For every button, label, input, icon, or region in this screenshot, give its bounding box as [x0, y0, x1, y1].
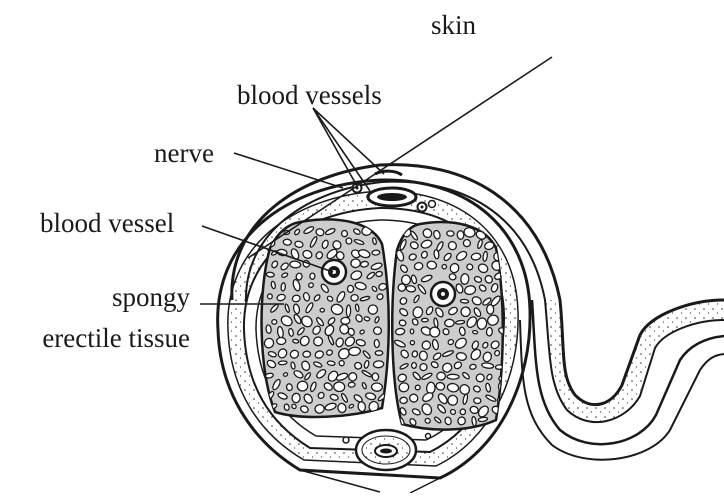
- label-blood-vessel: blood vessel: [40, 210, 174, 237]
- sponge-cell: [487, 304, 494, 314]
- sponge-cell: [434, 249, 440, 259]
- sponge-cell: [308, 282, 314, 288]
- sponge-cell: [412, 350, 418, 357]
- blood-vessels-leader-3: [313, 108, 384, 174]
- sponge-cell: [419, 351, 428, 361]
- sponge-cell: [277, 338, 286, 345]
- sponge-cell: [457, 230, 464, 239]
- sponge-cell: [348, 382, 355, 387]
- sponge-cell: [492, 228, 498, 237]
- sponge-cell: [437, 372, 446, 380]
- dorsal-nerve-dot: [429, 201, 436, 208]
- sponge-cell: [292, 339, 299, 344]
- sponge-cell: [457, 416, 466, 425]
- sponge-cell: [333, 381, 345, 392]
- sponge-cell: [303, 351, 311, 357]
- right-central-artery: [431, 282, 455, 306]
- sponge-cell: [373, 361, 384, 368]
- label-blood-vessels: blood vessels: [237, 82, 382, 109]
- label-erectile-tissue: erectile tissue: [0, 325, 190, 352]
- sponge-cell: [460, 299, 469, 303]
- sponge-cell: [266, 325, 272, 334]
- sponge-cell: [371, 383, 382, 392]
- dorsal-vein: [368, 188, 416, 206]
- sponge-cell: [460, 409, 466, 416]
- sponge-cell: [297, 381, 308, 392]
- sponge-cell: [286, 383, 293, 391]
- sponge-cell: [320, 308, 325, 312]
- left-central-artery: [322, 260, 346, 284]
- sponge-cell: [372, 250, 380, 256]
- sponge-cell: [271, 319, 277, 324]
- sponge-cell: [442, 264, 447, 269]
- sponge-cell: [460, 273, 469, 284]
- sponge-cell: [400, 397, 408, 404]
- sponge-cell: [327, 361, 335, 366]
- sponge-cell: [399, 319, 407, 326]
- sponge-cell: [281, 283, 286, 292]
- sponge-cell: [351, 294, 359, 301]
- sponge-cell: [375, 351, 383, 356]
- sponge-cell: [373, 326, 382, 334]
- sponge-cell: [494, 350, 500, 356]
- dorsal-artery-right: [418, 203, 427, 212]
- sponge-cell: [341, 317, 350, 324]
- sponge-cell: [267, 293, 273, 299]
- label-nerve: nerve: [154, 140, 214, 167]
- sponge-cell: [266, 272, 274, 277]
- sponge-cell: [415, 385, 421, 391]
- sponge-cell: [421, 318, 428, 322]
- label-skin: skin: [431, 12, 476, 39]
- sponge-cell: [283, 239, 292, 246]
- sponge-cell: [348, 347, 360, 356]
- sponge-cell: [444, 319, 454, 327]
- sponge-cell: [420, 363, 427, 370]
- label-spongy: spongy: [84, 284, 190, 311]
- sponge-cell: [372, 373, 379, 381]
- sponge-cell: [346, 238, 352, 244]
- sponge-cell: [346, 305, 351, 317]
- sponge-cell: [410, 329, 414, 334]
- sponge-cell: [472, 330, 478, 334]
- sponge-cell: [360, 261, 369, 268]
- sponge-cell: [341, 230, 348, 237]
- sponge-cell: [476, 374, 484, 382]
- sponge-cell: [284, 404, 290, 411]
- sponge-cell: [351, 259, 361, 268]
- sponge-cell: [447, 231, 455, 237]
- sponge-cell: [347, 285, 353, 292]
- sponge-cell: [486, 327, 492, 336]
- sponge-cell: [447, 374, 459, 379]
- sponge-cell: [310, 273, 315, 279]
- sponge-cell: [374, 339, 380, 347]
- sponge-cell: [411, 362, 416, 368]
- sponge-cell: [469, 364, 476, 370]
- sponge-cell: [379, 229, 388, 236]
- sponge-cell: [278, 361, 287, 365]
- sponge-cell: [410, 340, 415, 345]
- sponge-cell: [339, 360, 345, 366]
- skin-fold-band: [545, 300, 724, 422]
- sponge-cell: [375, 271, 382, 277]
- sponge-cell: [473, 398, 481, 404]
- nerve-leader: [234, 153, 343, 188]
- sponge-cell: [289, 261, 300, 269]
